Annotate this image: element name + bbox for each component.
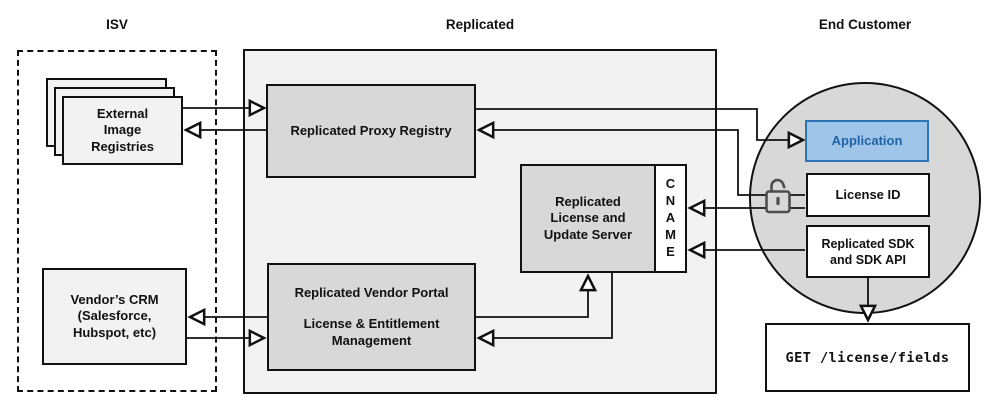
proxy-registry-label: Replicated Proxy Registry <box>290 122 452 138</box>
application-node: Application <box>805 120 929 162</box>
license-id-node: License ID <box>806 173 930 217</box>
crm-node: Vendor’s CRM (Salesforce, Hubspot, etc) <box>42 268 187 365</box>
application-label: Application <box>831 132 903 148</box>
vendor-portal-node: Replicated Vendor Portal License & Entit… <box>267 263 476 371</box>
license-update-server-body: Replicated License and Update Server <box>522 166 654 271</box>
isv-boundary <box>17 50 217 392</box>
crm-label-line2: (Salesforce, <box>77 308 152 324</box>
registries-label-line3: Registries <box>91 138 154 154</box>
vendor-portal-subtitle: License & Entitlement Management <box>303 316 440 348</box>
vendor-portal-title: Replicated Vendor Portal <box>294 284 449 300</box>
external-image-registries-node: External Image Registries <box>62 96 183 165</box>
cname-strip: CNAME <box>654 166 685 271</box>
license-update-server-node: Replicated License and Update Server CNA… <box>520 164 687 273</box>
registries-label-line1: External <box>96 105 149 121</box>
proxy-registry-node: Replicated Proxy Registry <box>266 84 476 178</box>
crm-label-line1: Vendor’s CRM <box>70 291 159 307</box>
server-label-line1: Replicated <box>555 193 621 209</box>
server-label-line3: Update Server <box>543 226 633 242</box>
registries-label-line2: Image <box>103 122 142 138</box>
sdk-label-line1: Replicated SDK <box>821 236 915 251</box>
cname-label: CNAME <box>665 176 676 259</box>
section-label-replicated: Replicated <box>445 17 515 32</box>
crm-label-line3: Hubspot, etc) <box>72 324 157 340</box>
sdk-label-line2: and SDK API <box>830 252 906 267</box>
server-label-line2: License and <box>550 210 626 226</box>
get-request-label: GET /license/fields <box>785 349 950 366</box>
section-label-isv: ISV <box>106 17 128 32</box>
sdk-node: Replicated SDK and SDK API <box>806 225 930 278</box>
license-id-label: License ID <box>835 186 901 202</box>
section-label-end-customer: End Customer <box>818 17 912 32</box>
get-license-fields-node: GET /license/fields <box>765 323 970 392</box>
